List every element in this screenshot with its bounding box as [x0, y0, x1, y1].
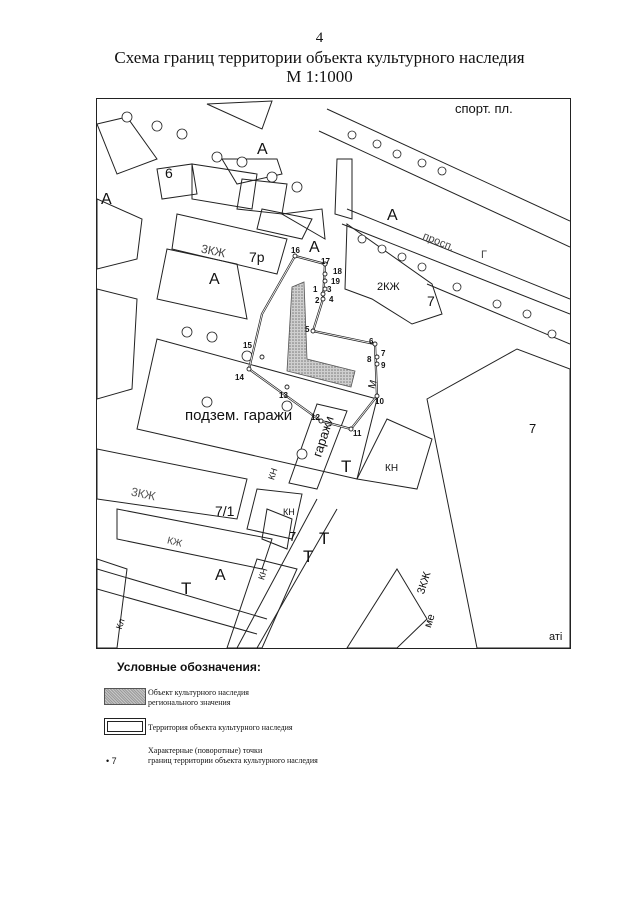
boundary-point-label: 4 [329, 295, 334, 304]
map-label-2kzh: 2КЖ [377, 281, 400, 293]
point-symbol: • 7 [106, 756, 117, 766]
map-label-building-number: 7/1 [215, 503, 235, 519]
boundary-point-label: 3 [327, 285, 332, 294]
boundary-point-label: 11 [353, 429, 362, 438]
boundary-point-label: 14 [235, 373, 244, 382]
map-label-prospect-letter: Г [481, 249, 487, 261]
boundary-point-label: 10 [375, 397, 384, 406]
map-label-a: А [387, 207, 398, 224]
boundary-point-label: 15 [243, 341, 252, 350]
map-label-building-number: 7 [427, 293, 435, 309]
map[interactable]: спорт. пл. А А А А А А 6 3КЖ 7р 2КЖ 7 пр… [96, 98, 571, 649]
legend-text: границ территории объекта культурного на… [148, 756, 318, 765]
boundary-point-label: 16 [291, 246, 300, 255]
map-label-a: А [257, 141, 268, 158]
legend-text: Характерные (поворотные) точки [148, 746, 263, 755]
map-label-building-number: 7 [529, 421, 537, 436]
map-scale: М 1:1000 [286, 67, 353, 86]
boundary-point-label: 17 [321, 257, 330, 266]
boundary-point-label: 5 [305, 325, 310, 334]
boundary-point-label: 18 [333, 267, 342, 276]
map-label-underground-garages: подзем. гаражи [185, 407, 293, 424]
map-drawing [97, 100, 570, 648]
boundary-point-label: 12 [311, 413, 320, 422]
map-label-t: Т [341, 457, 352, 476]
map-label-kn: КН [283, 507, 295, 517]
map-label-building-number: 7р [249, 249, 265, 265]
legend-heading: Условные обозначения: [117, 660, 261, 674]
map-label-building-number: 6 [165, 165, 173, 181]
map-label-a: А [209, 271, 220, 288]
boundary-point-label: 1 [313, 285, 318, 294]
map-label-a: А [215, 567, 226, 584]
page-number: 4 [315, 30, 324, 46]
heritage-swatch [104, 688, 146, 705]
territory-swatch [104, 718, 146, 735]
boundary-point-label: 8 [367, 355, 372, 364]
boundary-point-label: 6 [369, 337, 374, 346]
boundary-point-label: 13 [279, 391, 288, 400]
legend-text: Объект культурного наследия [148, 688, 249, 697]
map-label-kn: КН [385, 463, 399, 474]
map-label-t: Т [303, 547, 314, 566]
map-label-a: А [309, 239, 320, 256]
map-label-edge: аті [549, 631, 563, 643]
page-title: Схема границ территории объекта культурн… [114, 48, 525, 67]
boundary-point-label: 2 [315, 296, 320, 305]
map-label-a: А [101, 191, 112, 208]
legend-text: Территория объекта культурного наследия [148, 723, 293, 732]
map-label-t: Т [319, 529, 330, 548]
map-label-building-number: 7 [289, 529, 297, 544]
map-label-t: Т [181, 579, 192, 598]
boundary-point-label: 7 [381, 349, 386, 358]
legend-text: регионального значения [148, 698, 231, 707]
map-label-sport: спорт. пл. [455, 101, 513, 116]
boundary-point-label: 19 [331, 277, 340, 286]
boundary-point-label: 9 [381, 361, 386, 370]
